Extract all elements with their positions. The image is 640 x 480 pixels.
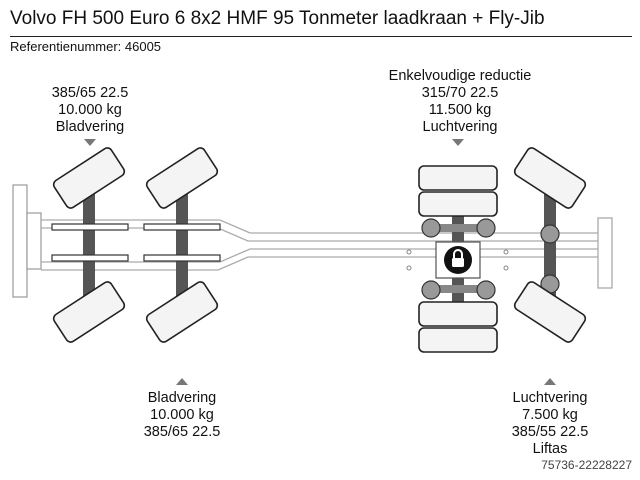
differential-lock-icon: [453, 249, 463, 258]
axle-label-front2: Bladvering 10.000 kg 385/65 22.5: [132, 390, 232, 441]
front2-load: 10.000 kg: [150, 407, 214, 423]
tire-rear-left: [513, 147, 587, 209]
tire-front1-left: [52, 147, 126, 209]
title-divider: [10, 36, 632, 37]
drive-reduction: Enkelvoudige reductie: [388, 68, 532, 84]
tire-drive-right-inner: [418, 301, 498, 327]
axle-label-front1: 385/65 22.5 10.000 kg Bladvering: [40, 85, 140, 136]
tire-drive-left-inner: [418, 191, 498, 217]
frame-bolt: [503, 249, 509, 255]
drive-load: 11.500 kg: [428, 102, 492, 118]
air-bag-rear: [540, 224, 560, 244]
tire-drive-right-outer: [418, 327, 498, 353]
tire-drive-left-outer: [418, 165, 498, 191]
axle-shaft-front2: [176, 188, 188, 306]
front1-suspension: Bladvering: [55, 119, 125, 135]
arrow-down-front1: [84, 139, 96, 146]
leaf-spring-front1: [51, 223, 129, 231]
air-bag-drive: [421, 280, 441, 300]
front-bumper: [12, 184, 28, 298]
rear-liftaxle: Liftas: [532, 441, 568, 457]
arrow-up-rear: [544, 378, 556, 385]
tire-front1-right: [52, 281, 126, 343]
reference-number: Referentienummer: 46005: [10, 39, 162, 54]
tire-front2-left: [145, 147, 219, 209]
air-bag-bar-drive: [428, 224, 488, 232]
front1-load: 10.000 kg: [58, 102, 122, 118]
axle-label-drive: Enkelvoudige reductie 315/70 22.5 11.500…: [375, 68, 545, 136]
leaf-spring-front2: [143, 223, 221, 231]
rear-tire: 385/55 22.5: [511, 424, 589, 440]
air-bag-drive: [476, 280, 496, 300]
drive-suspension: Luchtvering: [422, 119, 498, 135]
frame-bolt: [503, 265, 509, 271]
tire-rear-right: [513, 281, 587, 343]
leaf-spring-front1: [51, 254, 129, 262]
arrow-up-front2: [176, 378, 188, 385]
frame-bolt: [406, 265, 412, 271]
leaf-spring-front2: [143, 254, 221, 262]
front2-suspension: Bladvering: [147, 390, 217, 406]
stock-id: 75736-22228227: [541, 458, 632, 472]
rear-suspension: Luchtvering: [512, 390, 588, 406]
frame-bolt: [406, 249, 412, 255]
axle-label-rear: Luchtvering 7.500 kg 385/55 22.5 Liftas: [500, 390, 600, 458]
air-bag-drive: [476, 218, 496, 238]
arrow-down-drive: [452, 139, 464, 146]
air-bag-drive: [421, 218, 441, 238]
tire-front2-right: [145, 281, 219, 343]
rear-load: 7.500 kg: [522, 407, 578, 423]
front2-tire: 385/65 22.5: [143, 424, 221, 440]
axle-shaft-front1: [83, 188, 95, 306]
front-bumper-mount: [26, 212, 42, 270]
differential-lock-icon: [452, 258, 464, 267]
front1-tire: 385/65 22.5: [51, 85, 129, 101]
drive-tire: 315/70 22.5: [421, 85, 499, 101]
air-bag-bar-drive: [428, 285, 488, 293]
